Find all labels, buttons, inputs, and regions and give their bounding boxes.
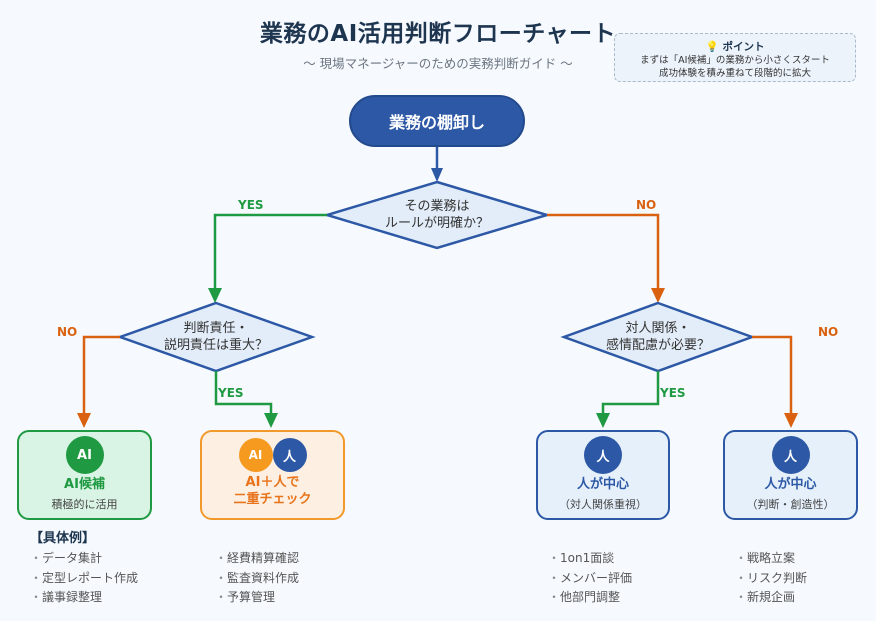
arrowhead: [596, 413, 610, 428]
outcome-human-judgment-title: 人が中心: [764, 477, 817, 492]
outcome-ai-card: AI AI候補 積極的に活用: [17, 430, 152, 520]
decision-1-diamond: [322, 180, 552, 250]
examples-human-judgment-list: 戦略立案 リスク判断 新規企画: [735, 549, 807, 608]
outcome-mix-title-line1: AI＋人で: [245, 475, 300, 490]
list-item: 他部門調整: [548, 588, 632, 608]
decision-1-yes-label: YES: [238, 198, 264, 212]
connector-d3-no: [752, 335, 793, 418]
connector-d3-yes: [601, 371, 660, 418]
human-badge-icon: 人: [584, 436, 622, 474]
arrowhead: [264, 413, 278, 428]
decision-2-no-label: NO: [57, 325, 78, 339]
human-badge-icon: 人: [272, 438, 307, 472]
list-item: 予算管理: [215, 588, 299, 608]
list-item: リスク判断: [735, 569, 807, 589]
arrowhead: [208, 288, 222, 303]
connector-d1-no: [547, 213, 660, 292]
decision-3-text: 対人関係・ 感情配慮が必要？: [588, 320, 728, 354]
point-heading: 💡ポイント: [615, 39, 855, 54]
decision-2-line1: 判断責任・: [183, 321, 249, 336]
arrowhead: [77, 413, 91, 428]
point-line: まずは「AI候補」の業務から小さくスタート: [640, 55, 830, 66]
examples-mix-list: 経費精算確認 監査資料作成 予算管理: [215, 549, 299, 608]
outcome-human-relation-sub: （対人関係重視）: [559, 498, 647, 511]
arrowhead: [431, 168, 443, 182]
list-item: 議事録整理: [30, 588, 138, 608]
outcome-human-judgment-sub: （判断・創造性）: [746, 498, 835, 511]
examples-heading: 【具体例】: [30, 531, 96, 546]
point-line: 成功体験を積み重ねて段階的に拡大: [658, 68, 811, 79]
decision-2-line2: 説明責任は重大？: [163, 338, 268, 353]
outcome-mix-title-line2: 二重チェック: [233, 492, 312, 507]
connector-d1-yes: [213, 213, 327, 292]
examples-ai-list: データ集計 定型レポート作成 議事録整理: [30, 549, 138, 608]
point-heading-label: ポイント: [722, 41, 765, 53]
list-item: データ集計: [30, 549, 138, 569]
connector-d2-yes: [214, 371, 273, 418]
page-subtitle: 〜 現場マネージャーのための実務判断ガイド 〜: [303, 56, 573, 71]
human-badge-icon: 人: [771, 436, 810, 474]
list-item: 1on1面談: [548, 549, 632, 569]
list-item: メンバー評価: [548, 569, 632, 589]
list-item: 監査資料作成: [215, 569, 299, 589]
decision-3-yes-label: YES: [660, 386, 686, 400]
page-title: 業務のAI活用判断フローチャート: [259, 21, 617, 47]
list-item: 定型レポート作成: [30, 569, 138, 589]
list-item: 新規企画: [735, 588, 807, 608]
outcome-human-relation-title: 人が中心: [576, 477, 629, 492]
arrowhead: [651, 288, 665, 303]
decision-2-text: 判断責任・ 説明責任は重大？: [146, 320, 286, 354]
connector-d2-no: [82, 335, 120, 418]
lightbulb-icon: 💡: [705, 41, 719, 53]
examples-human-relation-list: 1on1面談 メンバー評価 他部門調整: [548, 549, 632, 608]
outcome-mix-card: AI 人 AI＋人で 二重チェック: [200, 430, 345, 520]
ai-badge-icon: AI: [238, 438, 273, 472]
outcome-mix-title: AI＋人で 二重チェック: [202, 474, 343, 508]
decision-1-line2: ルールが明確か？: [384, 216, 489, 231]
decision-3-line1: 対人関係・: [625, 321, 691, 336]
decision-3-line2: 感情配慮が必要？: [605, 338, 710, 353]
outcome-human-judgment-card: 人 人が中心 （判断・創造性）: [723, 430, 858, 520]
list-item: 経費精算確認: [215, 549, 299, 569]
list-item: 戦略立案: [735, 549, 807, 569]
outcome-ai-sub: 積極的に活用: [51, 498, 118, 511]
decision-1-text: その業務は ルールが明確か？: [367, 198, 507, 232]
arrowhead: [784, 413, 798, 428]
point-callout: 💡ポイント まずは「AI候補」の業務から小さくスタート 成功体験を積み重ねて段階…: [614, 33, 856, 82]
decision-3-no-label: NO: [818, 325, 839, 339]
outcome-ai-title: AI候補: [64, 477, 105, 492]
decision-1-line1: その業務は: [404, 199, 470, 214]
start-node: 業務の棚卸し: [349, 95, 525, 147]
outcome-human-relation-card: 人 人が中心 （対人関係重視）: [536, 430, 670, 520]
decision-1-no-label: NO: [636, 198, 657, 212]
ai-badge-icon: AI: [65, 436, 104, 474]
decision-2-yes-label: YES: [218, 386, 244, 400]
